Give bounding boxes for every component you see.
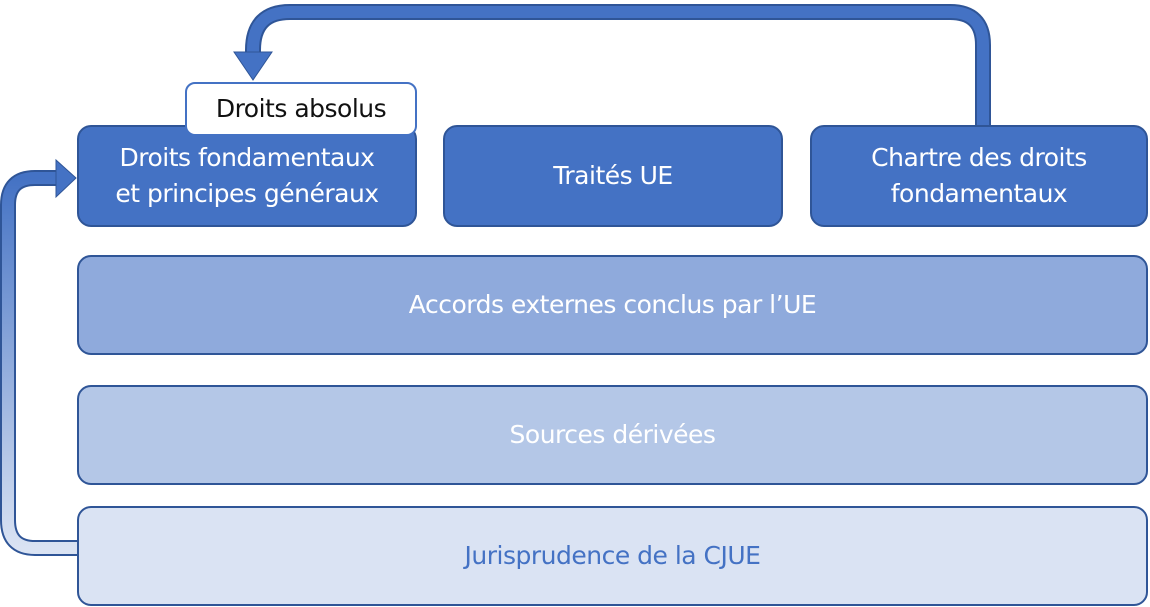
label-droits-absolus: Droits absolus	[185, 82, 417, 136]
box-droits-fondamentaux: Droits fondamentaux et principes générau…	[77, 125, 417, 227]
box-jurisprudence: Jurisprudence de la CJUE	[77, 506, 1148, 606]
box-traites-ue: Traités UE	[443, 125, 783, 227]
left-curved-arrow	[0, 158, 78, 556]
box-sources-derivees: Sources dérivées	[77, 385, 1148, 485]
box-accords-externes: Accords externes conclus par l’UE	[77, 255, 1148, 355]
box-chartre: Chartre des droits fondamentaux	[810, 125, 1148, 227]
top-curved-arrow	[233, 4, 991, 126]
